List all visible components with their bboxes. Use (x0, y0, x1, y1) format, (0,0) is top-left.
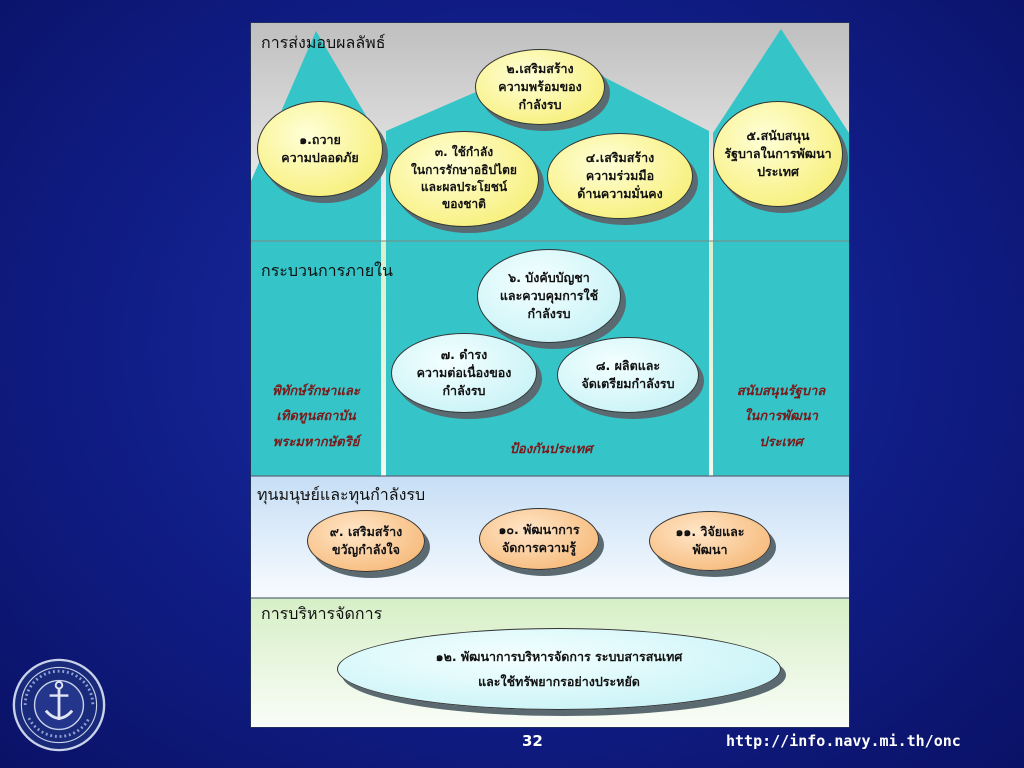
page-number: 32 (522, 732, 543, 750)
strategy-map-panel: การส่งมอบผลลัพธ์ กระบวนการภายใน ทุนมนุษย… (250, 22, 850, 728)
objective-11: ๑๑. วิจัยและ พัฒนา (649, 511, 771, 571)
objective-5: ๕.สนับสนุน รัฐบาลในการพัฒนา ประเทศ (713, 101, 843, 207)
section-title-human-capital: ทุนมนุษย์และทุนกำลังรบ (257, 485, 426, 504)
objective-2: ๒.เสริมสร้าง ความพร้อมของ กำลังรบ (475, 49, 605, 125)
objective-9: ๙. เสริมสร้าง ขวัญกำลังใจ (307, 510, 425, 572)
objective-1: ๑.ถวาย ความปลอดภัย (257, 101, 383, 197)
section-title-internal-process: กระบวนการภายใน (261, 261, 393, 280)
objective-6: ๖. บังคับบัญชา และควบคุมการใช้ กำลังรบ (477, 249, 621, 343)
navy-emblem-icon (12, 658, 106, 752)
objective-8: ๘. ผลิตและ จัดเตรียมกำลังรบ (557, 337, 699, 413)
objective-3: ๓. ใช้กำลัง ในการรักษาอธิปไตย และผลประโย… (389, 131, 539, 227)
objective-7: ๗. ดำรง ความต่อเนื่องของ กำลังรบ (391, 333, 537, 413)
pillar-label-center: ป้องกันประเทศ (509, 442, 593, 457)
objective-12: ๑๒. พัฒนาการบริหารจัดการ ระบบสารสนเทศ แล… (337, 628, 781, 710)
section-title-management: การบริหารจัดการ (261, 604, 383, 623)
pillar-label-right: สนับสนุนรัฐบาล ในการพัฒนา ประเทศ (736, 384, 826, 450)
objective-10: ๑๐. พัฒนาการ จัดการความรู้ (479, 508, 599, 570)
section-title-outcomes: การส่งมอบผลลัพธ์ (261, 33, 386, 52)
footer-url[interactable]: http://info.navy.mi.th/onc (726, 732, 961, 750)
objective-4: ๔.เสริมสร้าง ความร่วมมือ ด้านความมั่นคง (547, 133, 693, 219)
pillar-label-left: พิทักษ์รักษาและ เทิดทูนสถาบัน พระมหากษัต… (272, 384, 360, 450)
